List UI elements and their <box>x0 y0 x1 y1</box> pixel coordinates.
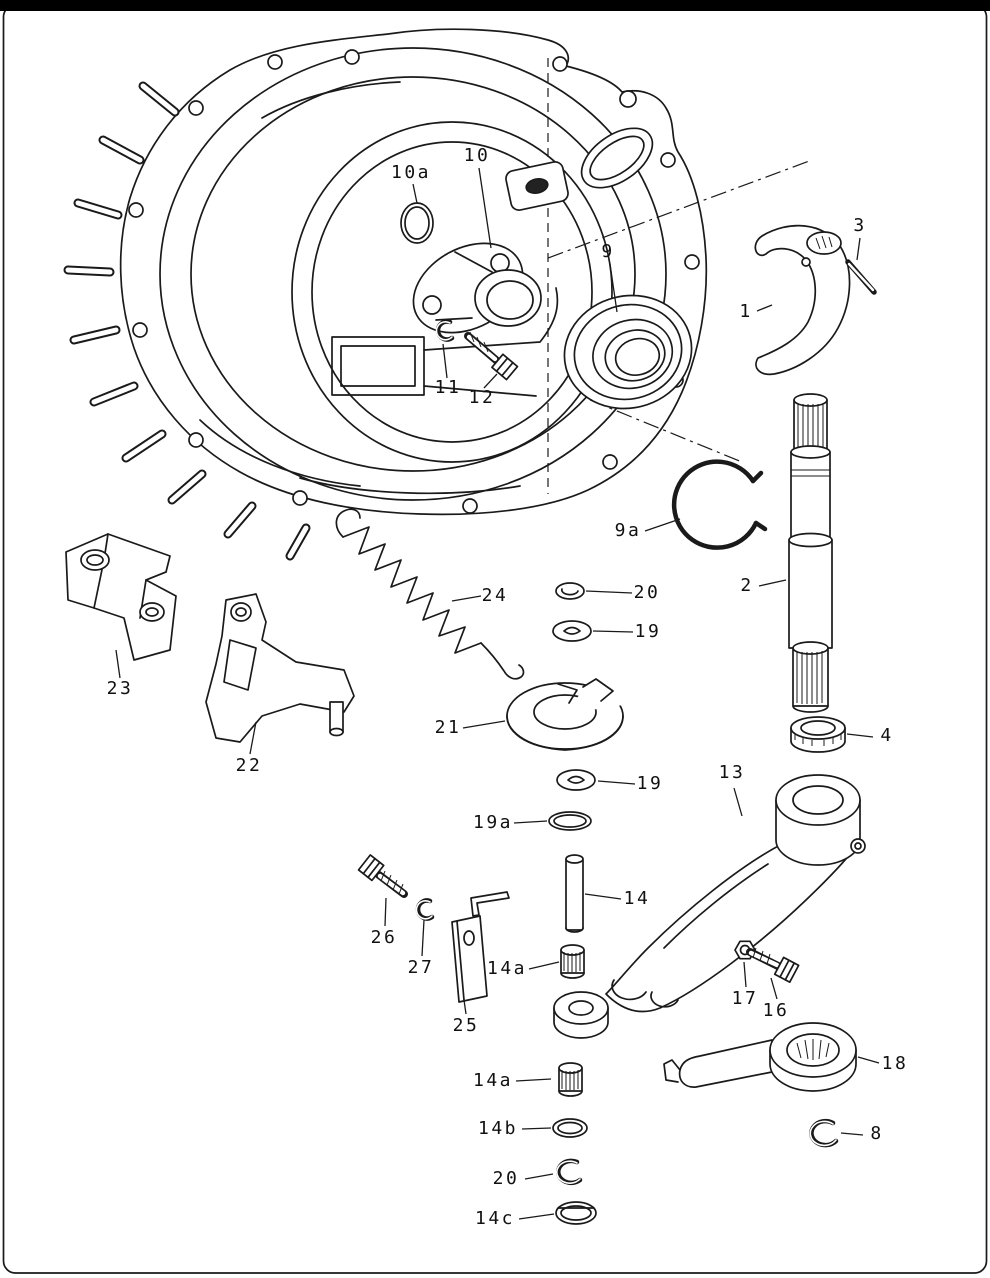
callout-17: 17 <box>732 988 759 1009</box>
callout-21: 21 <box>435 717 462 738</box>
o-ring-part-10a <box>400 202 434 244</box>
retaining-spring-part-9a <box>671 459 768 550</box>
washer-part-20-upper <box>555 582 585 600</box>
bolt-part-12 <box>464 331 519 381</box>
ring-part-19a <box>548 811 592 831</box>
callout-11: 11 <box>435 377 462 398</box>
release-fork-part-1 <box>754 224 851 376</box>
callout-23: 23 <box>107 678 134 699</box>
callout-14a-upper: 14a <box>487 958 527 979</box>
pin-part-3 <box>845 259 877 295</box>
washer-part-19-lower <box>556 769 596 791</box>
callout-labels: 10a 10 9 3 1 11 12 9a 2 24 20 19 23 21 2… <box>107 145 909 1229</box>
top-border-bar <box>0 0 990 11</box>
callout-10: 10 <box>464 145 491 166</box>
callout-25: 25 <box>453 1015 480 1036</box>
bracket-part-23 <box>65 533 177 661</box>
release-lever-part-13 <box>553 774 866 1039</box>
callout-27: 27 <box>408 957 435 978</box>
lock-washer-part-11 <box>435 319 455 342</box>
clip-part-20-lower <box>556 1158 583 1186</box>
pivot-pin-part-14 <box>565 854 584 933</box>
leader-lines <box>115 167 880 1220</box>
bushing-part-4 <box>790 716 846 753</box>
callout-19-upper: 19 <box>635 621 662 642</box>
callout-22: 22 <box>236 755 263 776</box>
outer-lever-part-18 <box>663 1022 857 1092</box>
callout-19-lower: 19 <box>637 773 664 794</box>
callout-14: 14 <box>624 888 651 909</box>
mounting-studs <box>63 81 311 561</box>
bolt-part-26 <box>357 854 408 898</box>
callout-20-lower: 20 <box>493 1168 520 1189</box>
weight-ring-part-21 <box>506 678 630 751</box>
callout-19a: 19a <box>473 812 513 833</box>
upper-right-boss <box>580 127 654 189</box>
ring-part-14c <box>555 1201 597 1225</box>
callout-13: 13 <box>719 762 746 783</box>
top-boss <box>505 161 569 211</box>
bolt-part-16 <box>746 947 800 984</box>
callout-10a: 10a <box>391 162 431 183</box>
callout-16: 16 <box>763 1000 790 1021</box>
callout-14b: 14b <box>478 1118 518 1139</box>
callout-20-upper: 20 <box>634 582 661 603</box>
washer-part-19-upper <box>552 620 592 642</box>
callout-24: 24 <box>482 585 509 606</box>
ring-part-14b <box>552 1118 588 1138</box>
callout-12: 12 <box>469 387 496 408</box>
callout-2: 2 <box>740 575 753 596</box>
bracket-plate-part-25 <box>451 891 510 1003</box>
callout-9a: 9a <box>615 520 642 541</box>
callout-18: 18 <box>882 1053 909 1074</box>
callout-9: 9 <box>601 241 614 262</box>
callout-4: 4 <box>880 725 893 746</box>
needle-bushing-part-14a-lower <box>558 1062 583 1097</box>
callout-8: 8 <box>870 1123 883 1144</box>
extension-spring-part-24 <box>335 508 525 680</box>
callout-14a-lower: 14a <box>473 1070 513 1091</box>
callout-1: 1 <box>739 301 752 322</box>
guide-sleeve-part-10 <box>412 242 542 334</box>
centerlines <box>547 58 813 494</box>
callout-14c: 14c <box>475 1208 515 1229</box>
needle-bushing-part-14a-upper <box>560 944 585 979</box>
callout-3: 3 <box>853 215 866 236</box>
lock-washer-part-27 <box>415 898 435 921</box>
bell-housing-drawing <box>63 28 708 561</box>
shaft-part-2 <box>788 393 833 713</box>
flange-bolt-holes <box>128 49 700 514</box>
callout-26: 26 <box>371 927 398 948</box>
bracket-part-22 <box>205 593 355 743</box>
clip-part-8 <box>809 1118 839 1148</box>
